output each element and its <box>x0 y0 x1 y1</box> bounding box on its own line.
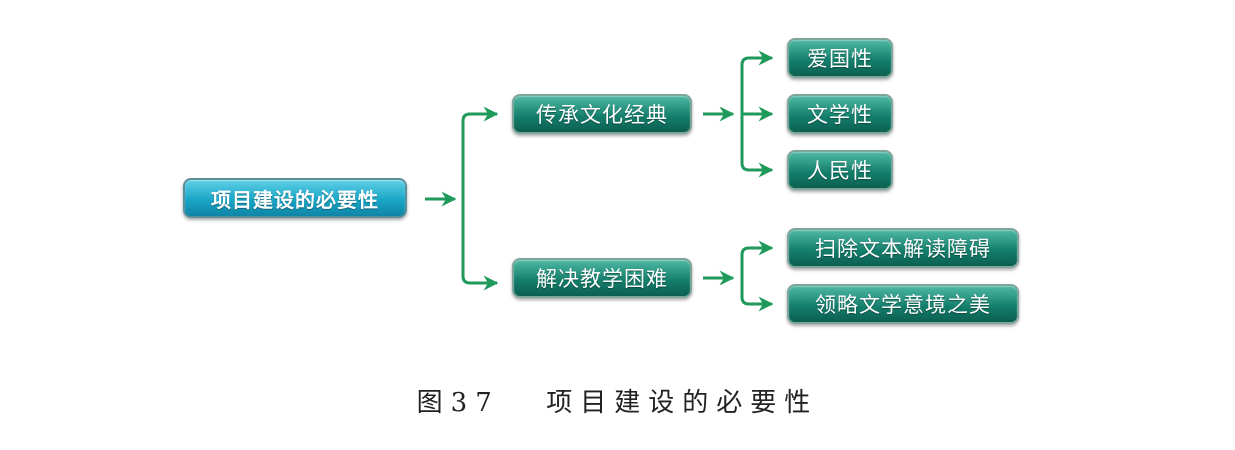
leaf-node-people: 人民性 <box>787 150 893 190</box>
leaf-node-literariness: 文学性 <box>787 94 893 134</box>
root-bracket <box>461 112 491 285</box>
leaf-node-clear-obstacles: 扫除文本解读障碍 <box>787 228 1019 268</box>
leaf-node-appreciate-beauty: 领略文学意境之美 <box>787 284 1019 324</box>
figure-number: 图37 <box>416 388 500 418</box>
root-node: 项目建设的必要性 <box>183 178 407 218</box>
branch-node-culture: 传承文化经典 <box>512 94 692 134</box>
figure-title: 项目建设的必要性 <box>546 388 819 418</box>
branch-2-bracket <box>740 246 768 306</box>
branch-node-teaching: 解决教学困难 <box>512 258 692 298</box>
figure-caption: 图37 项目建设的必要性 <box>0 382 1235 419</box>
leaf-node-patriotism: 爱国性 <box>787 38 893 78</box>
